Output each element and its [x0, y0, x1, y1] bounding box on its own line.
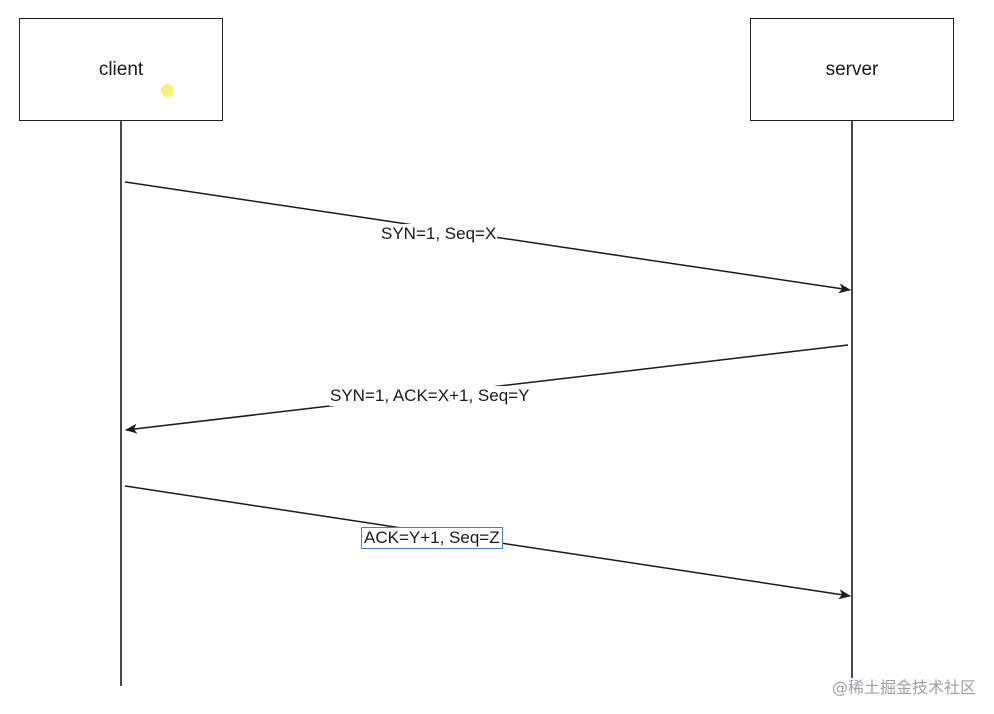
server-actor-box[interactable]: server — [750, 18, 954, 121]
watermark-text: @稀土掘金技术社区 — [831, 678, 976, 697]
cursor-highlight — [161, 84, 174, 97]
client-actor-box[interactable]: client — [19, 18, 223, 121]
server-label: server — [825, 58, 879, 80]
message-label-syn[interactable]: SYN=1, Seq=X — [380, 224, 498, 244]
client-label: client — [98, 58, 144, 80]
message-label-syn-ack[interactable]: SYN=1, ACK=X+1, Seq=Y — [329, 386, 531, 406]
message-label-ack-selected[interactable]: ACK=Y+1, Seq=Z — [361, 527, 503, 549]
